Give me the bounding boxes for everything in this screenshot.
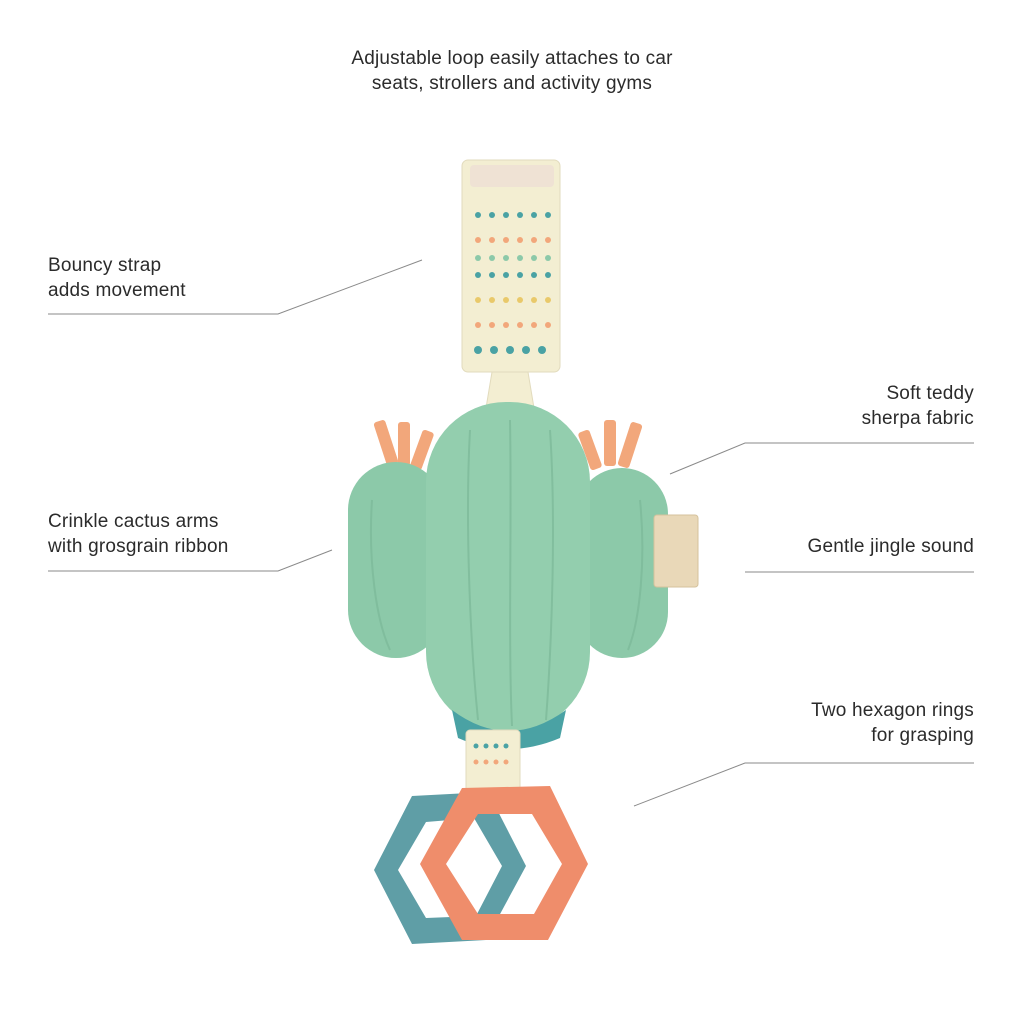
bouncy-strap (461, 159, 561, 421)
feature-label-arms: Crinkle cactus arms with grosgrain ribbo… (48, 509, 229, 559)
top-caption: Adjustable loop easily attaches to car s… (262, 46, 762, 96)
feature-label-strap: Bouncy strap adds movement (48, 253, 186, 303)
cactus-body (348, 402, 668, 749)
brand-tag (653, 514, 699, 588)
feature-label-jingle: Gentle jingle sound (808, 534, 974, 559)
back-hexagon-ring (374, 792, 526, 944)
leader-lines (48, 259, 974, 807)
leader-line-rings (633, 762, 974, 807)
front-hexagon-ring (420, 786, 588, 940)
feature-sherpa-line-2: sherpa fabric (861, 408, 974, 429)
leader-line-arms (48, 549, 333, 572)
feature-label-rings: Two hexagon rings for grasping (811, 698, 974, 748)
grosgrain-ribbons (373, 420, 643, 471)
feature-strap-line-2: adds movement (48, 280, 186, 301)
feature-sherpa-line-1: Soft teddy (886, 383, 974, 404)
top-caption-line-2: seats, strollers and activity gyms (371, 73, 653, 94)
leader-line-sherpa (669, 442, 974, 475)
top-caption-line-1: Adjustable loop easily attaches to car (351, 48, 673, 69)
feature-strap-line-1: Bouncy strap (48, 255, 162, 276)
feature-arms-line-1: Crinkle cactus arms (48, 511, 219, 532)
hexagon-rings (374, 786, 588, 944)
feature-rings-line-1: Two hexagon rings (811, 700, 974, 721)
feature-label-sherpa: Soft teddy sherpa fabric (862, 381, 974, 431)
leader-line-strap (48, 259, 423, 315)
feature-rings-line-2: for grasping (871, 725, 974, 746)
feature-jingle-line-1: Gentle jingle sound (807, 536, 974, 557)
feature-arms-line-2: with grosgrain ribbon (48, 536, 229, 557)
